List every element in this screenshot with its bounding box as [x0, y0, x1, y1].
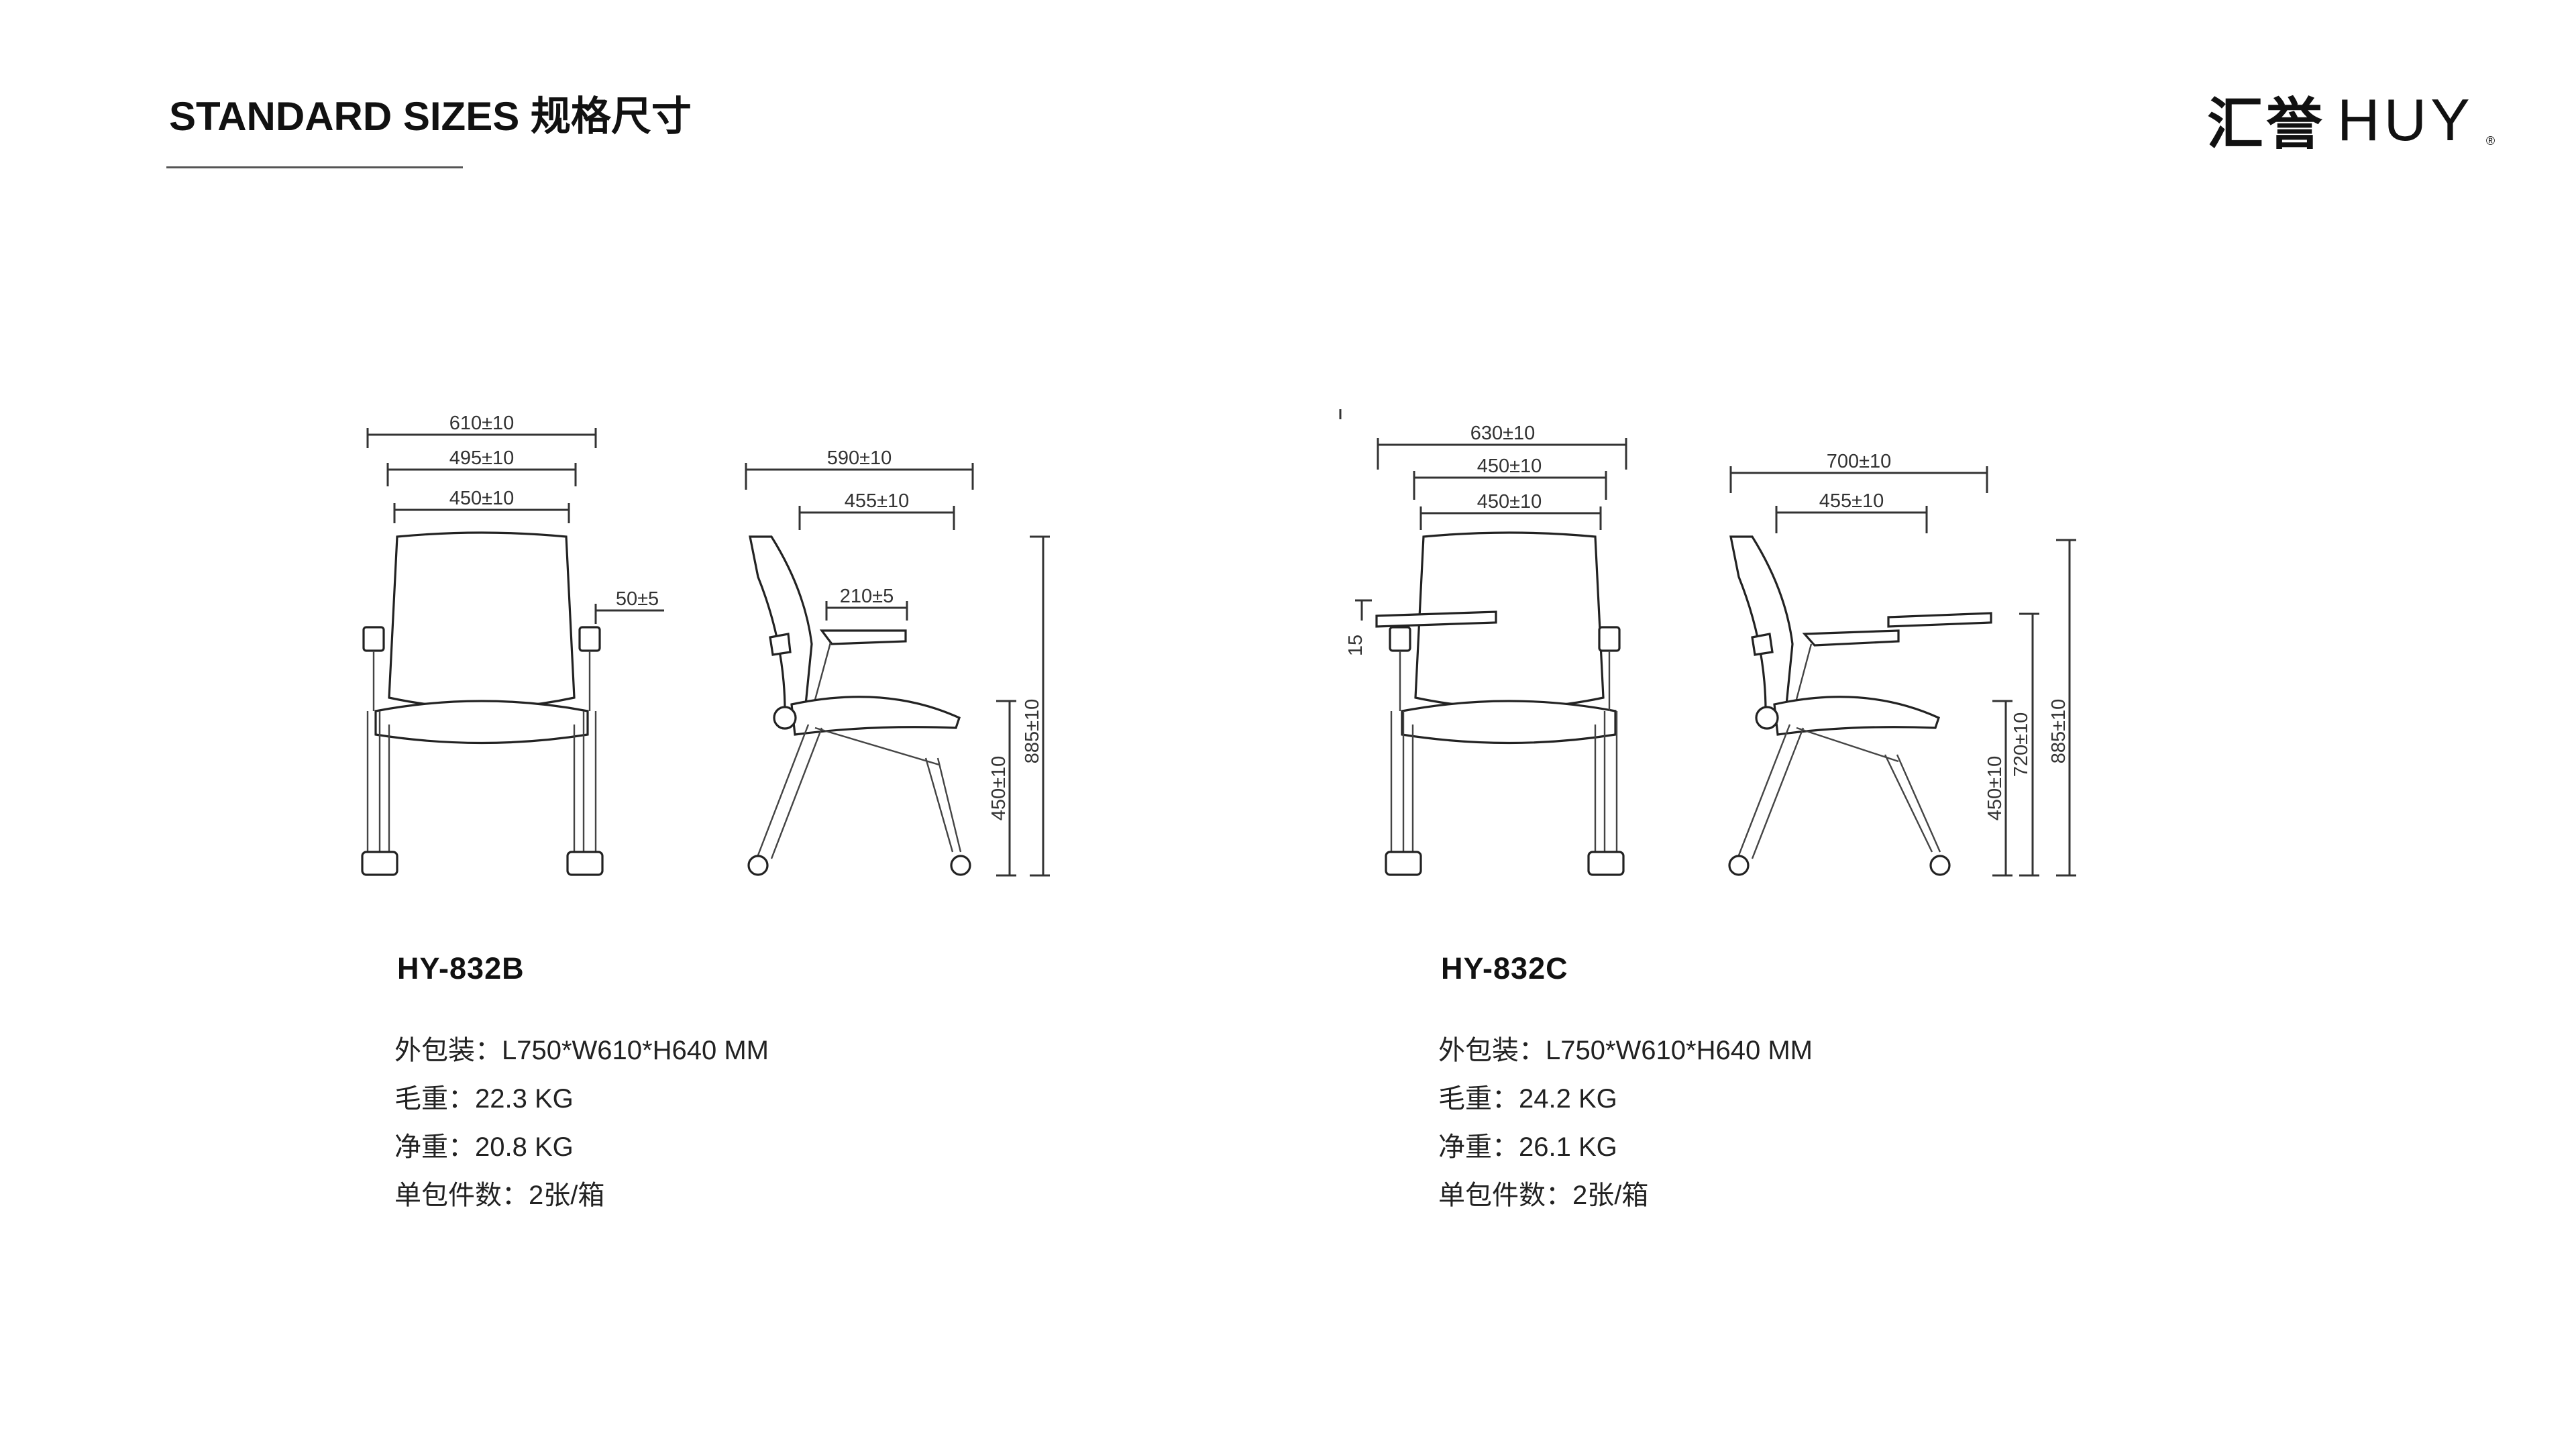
dim-seat-height: 450±10 [988, 756, 1010, 821]
spec-pieces-per-box: 单包件数：2张/箱 [394, 1181, 605, 1210]
spec-list-832c: 外包装：L750*W610*H640 MM 毛重：24.2 KG 净重：26.1… [1438, 1026, 1813, 1220]
dim-seat-width: 495±10 [449, 447, 515, 469]
brand-logo: 汇誉 HUY ® [2207, 79, 2495, 160]
front-view-832c: 630±10 450±10 450±10 15 [1339, 409, 1627, 876]
dim-side-depth: 700±10 [1827, 451, 1892, 472]
dim-side-depth: 590±10 [827, 447, 892, 469]
logo-chinese: 汇誉 [2207, 91, 2326, 157]
dim-total-height: 885±10 [1022, 699, 1043, 764]
dim-tablet-height: 720±10 [2010, 712, 2032, 777]
page-title: STANDARD SIZES 规格尺寸 [169, 94, 692, 139]
front-view-832b: 610±10 495±10 450±10 50±5 [361, 413, 664, 876]
spec-gross-weight: 毛重：24.2 KG [1438, 1084, 1617, 1114]
dim-seat-depth: 455±10 [1819, 490, 1884, 512]
spec-package-size: 外包装：L750*W610*H640 MM [394, 1036, 769, 1065]
dim-armrest-width: 50±5 [616, 588, 659, 610]
dim-back-width: 450±10 [1477, 491, 1542, 513]
side-view-832b: 590±10 455±10 210±5 885±10 450±10 [745, 447, 1050, 877]
dim-seat-height: 450±10 [1984, 756, 2006, 821]
dim-seat-depth: 455±10 [845, 490, 910, 512]
spec-net-weight: 净重：26.1 KG [1438, 1132, 1617, 1162]
dim-total-height: 885±10 [2048, 699, 2070, 764]
registered-mark: ® [2485, 134, 2496, 148]
dim-tablet-thickness: 15 [1345, 635, 1366, 656]
logo-english: HUY [2337, 86, 2474, 153]
dim-front-width: 630±10 [1470, 423, 1536, 444]
dim-front-width: 610±10 [449, 413, 515, 434]
model-name-832c: HY-832C [1441, 951, 1568, 985]
dim-seat-width: 450±10 [1477, 455, 1542, 477]
spec-gross-weight: 毛重：22.3 KG [394, 1084, 574, 1114]
spec-list-832b: 外包装：L750*W610*H640 MM 毛重：22.3 KG 净重：20.8… [394, 1026, 769, 1220]
dim-back-width: 450±10 [449, 488, 515, 509]
spec-package-size: 外包装：L750*W610*H640 MM [1438, 1036, 1813, 1065]
spec-net-weight: 净重：20.8 KG [394, 1132, 574, 1162]
model-name-832b: HY-832B [397, 951, 525, 985]
spec-pieces-per-box: 单包件数：2张/箱 [1438, 1181, 1649, 1210]
title-underline [166, 166, 463, 168]
dim-armrest-length: 210±5 [840, 586, 894, 607]
side-view-832c: 700±10 455±10 885±10 720±10 450±10 [1728, 451, 2076, 877]
